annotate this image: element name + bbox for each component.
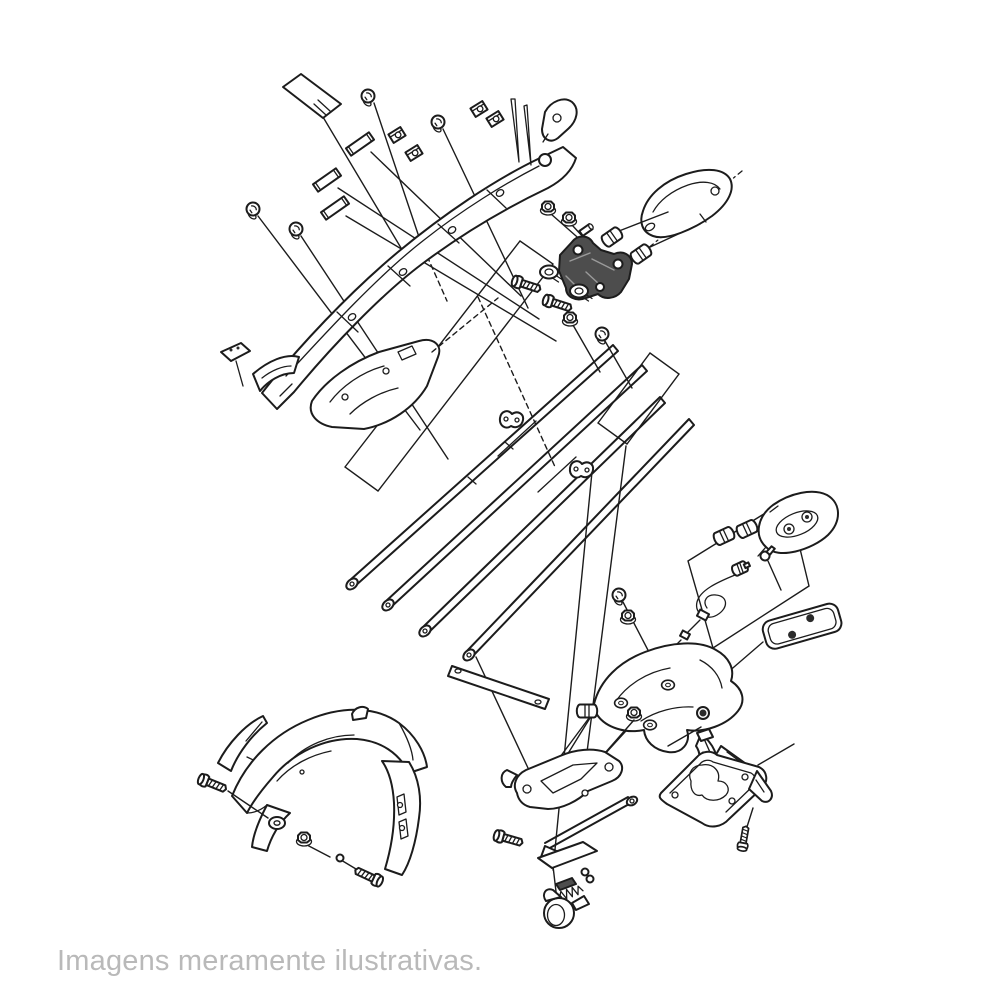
grab-rail — [629, 168, 743, 264]
stud — [578, 223, 594, 237]
flange-nut — [625, 706, 643, 722]
mount-hole — [660, 679, 676, 691]
bushing — [575, 703, 599, 719]
flange-nut — [560, 211, 578, 227]
bolt — [607, 584, 631, 608]
clip-nut — [485, 110, 505, 128]
washer — [268, 816, 286, 830]
flange-nut — [619, 609, 637, 625]
spacer-tube — [319, 195, 351, 221]
plate-bracket — [658, 726, 795, 853]
screw — [735, 824, 753, 853]
screw — [195, 771, 230, 796]
caption: Imagens meramente ilustrativas. — [57, 945, 483, 977]
bottom-brackets — [491, 717, 795, 929]
bulb-socket — [730, 560, 752, 577]
screw — [491, 827, 526, 850]
clip-nut — [469, 100, 489, 118]
bolt — [284, 218, 308, 242]
screw — [351, 863, 386, 890]
clamp-ring — [543, 888, 590, 929]
bolt — [590, 323, 614, 347]
rear-frame-assembly — [220, 73, 578, 430]
bolt — [426, 111, 450, 135]
flange-nut — [539, 200, 557, 216]
bolt — [241, 198, 265, 222]
rubber-damper — [598, 224, 626, 250]
mount-bracket-cluster — [509, 200, 701, 389]
clip-nut — [387, 126, 407, 144]
signal-lens — [757, 490, 839, 554]
clip-nut — [404, 144, 424, 162]
wiring — [695, 574, 736, 618]
spacer-tube — [344, 131, 376, 157]
mount-hole — [613, 697, 629, 709]
rubber-damper — [711, 524, 737, 548]
mount-hole — [642, 719, 658, 731]
bolt — [356, 85, 380, 109]
spring — [559, 885, 584, 900]
flange-nut — [561, 311, 579, 327]
front-fender-assembly — [195, 705, 428, 890]
flange-nut — [295, 831, 313, 847]
rubber-damper — [734, 517, 760, 541]
spacer-tube — [311, 167, 343, 193]
screw — [509, 273, 544, 297]
subframe-rails — [345, 344, 695, 710]
